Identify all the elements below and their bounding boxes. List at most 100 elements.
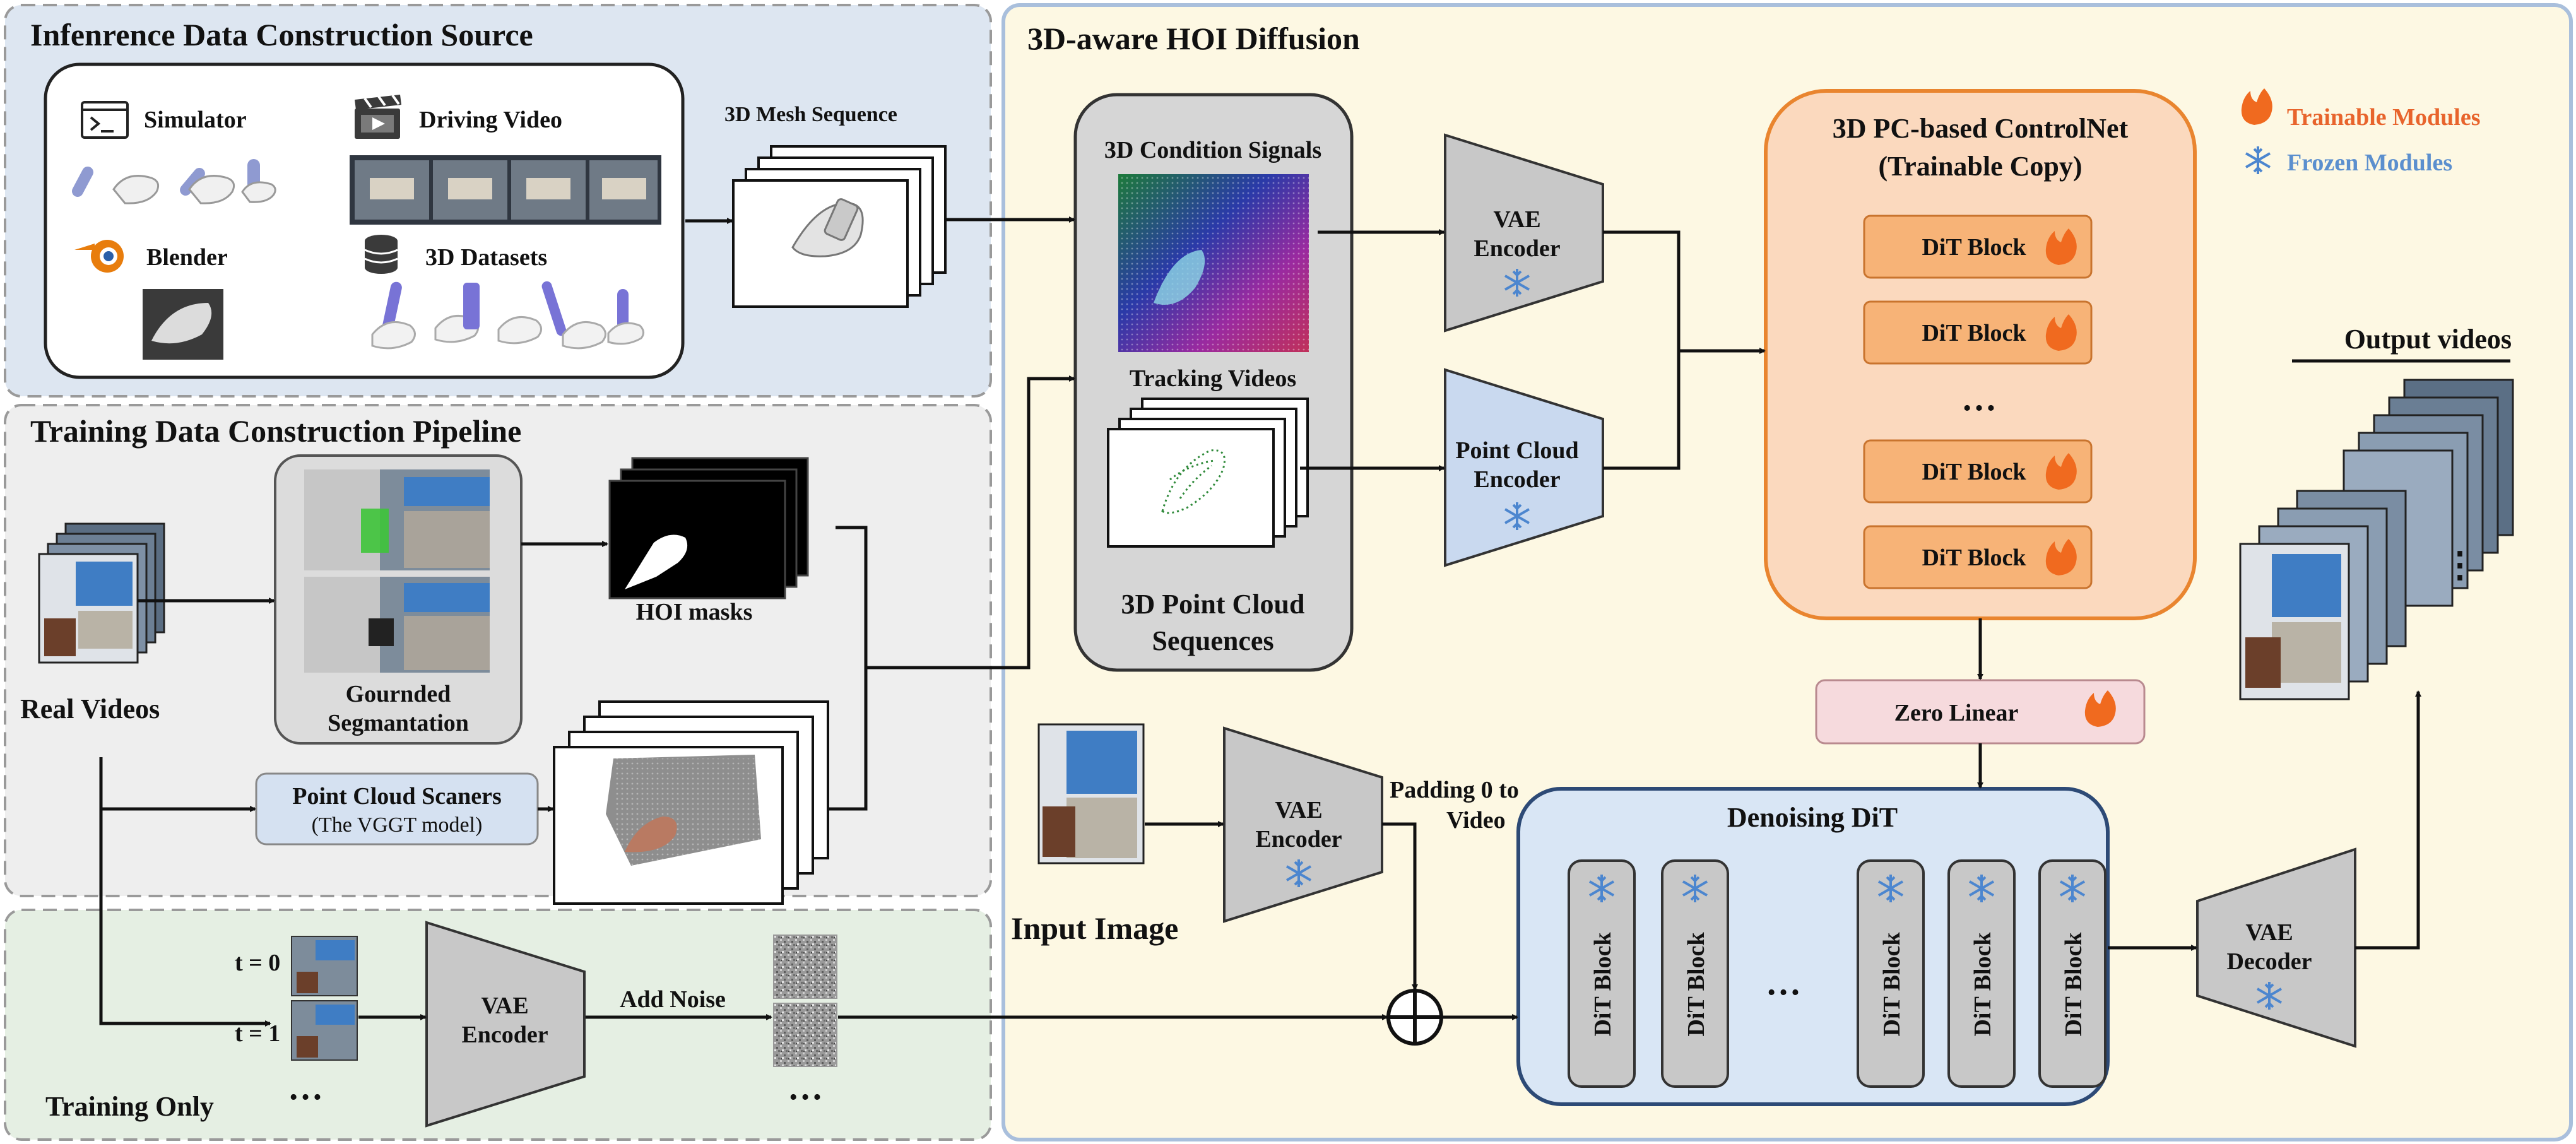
dit-block-label: DiT Block	[1922, 459, 2026, 485]
padding-label-line2: Video	[1446, 807, 1506, 834]
dit-block-label: DiT Block	[1590, 932, 1616, 1037]
vae-encoder-training-line2: Encoder	[461, 1022, 548, 1048]
dit-block-label: DiT Block	[1922, 320, 2026, 346]
snowflake-icon	[2245, 146, 2271, 174]
blender-render-image	[143, 289, 223, 360]
snowflake-icon	[1588, 875, 1615, 902]
pc-encoder-line2: Encoder	[1474, 466, 1560, 493]
training-only-title: Training Only	[45, 1091, 214, 1122]
denoising-dit-block-1: DiT Block	[1568, 859, 1636, 1088]
dit-block-label: DiT Block	[1922, 234, 2026, 261]
denoising-dit-block-2: DiT Block	[1661, 859, 1729, 1088]
denoising-dit-label: Denoising DiT	[1727, 802, 1898, 833]
vae-encoder-input-line2: Encoder	[1255, 826, 1342, 852]
output-vdots: ⋮	[2442, 546, 2478, 585]
blender-label: Blender	[146, 244, 228, 271]
snowflake-icon	[1285, 859, 1312, 887]
controlnet-title-line1: 3D PC-based ControlNet	[1833, 113, 2129, 144]
legend-frozen: Frozen Modules	[2287, 150, 2452, 176]
snowflake-icon	[2256, 982, 2283, 1010]
input-image-label: Input Image	[1011, 911, 1178, 946]
padding-label-line1: Padding 0 to	[1390, 777, 1519, 803]
driving-video-label: Driving Video	[419, 107, 562, 133]
dit-block-label: DiT Block	[2060, 932, 2087, 1037]
controlnet-ellipsis: …	[1961, 379, 1997, 418]
driving-video-frames	[350, 155, 661, 225]
scanner-label-line1: Point Cloud Scaners	[292, 783, 501, 810]
vae-encoder-condition-line2: Encoder	[1474, 235, 1560, 262]
add-noise-label: Add Noise	[620, 986, 726, 1013]
snowflake-icon	[2059, 875, 2086, 902]
grounded-label-line1: Gournded	[346, 681, 451, 707]
simulator-hand-images	[72, 159, 276, 204]
vae-encoder-training-line1: VAE	[481, 993, 528, 1019]
hoi-masks-label: HOI masks	[636, 599, 753, 625]
condition-signals-image	[1118, 174, 1309, 352]
database-icon	[364, 235, 398, 274]
snowflake-icon	[1504, 502, 1530, 530]
datasets-label: 3D Datasets	[425, 244, 547, 271]
point-cloud-encoder	[1444, 368, 1604, 567]
vae-decoder	[2196, 847, 2356, 1048]
grounded-label-line2: Segmantation	[328, 710, 469, 736]
dit-block-label: DiT Block	[1879, 932, 1905, 1037]
real-videos-label: Real Videos	[20, 693, 160, 724]
vae-encoder-training	[425, 921, 586, 1128]
dit-block-label: DiT Block	[1683, 932, 1710, 1037]
input-image	[1037, 723, 1145, 864]
training-only-ellipsis: …	[288, 1068, 323, 1107]
snowflake-icon	[1504, 269, 1530, 297]
dit-block-label: DiT Block	[1970, 932, 1996, 1037]
mesh-sequence-stack	[732, 145, 947, 308]
pc-encoder-line1: Point Cloud	[1455, 437, 1578, 464]
flame-icon	[2241, 88, 2272, 125]
vae-encoder-input	[1223, 726, 1383, 923]
flame-icon	[2045, 314, 2077, 351]
flame-icon	[2045, 539, 2077, 575]
segmentation-image-bottom	[304, 577, 490, 673]
real-videos-stack	[38, 522, 165, 664]
segmentation-image-top	[304, 469, 490, 570]
diffusion-panel-title: 3D-aware HOI Diffusion	[1027, 21, 1360, 56]
controlnet-dit-block-4: DiT Block	[1863, 525, 2093, 589]
dit-block-label: DiT Block	[1922, 545, 2026, 571]
blender-icon	[74, 240, 124, 273]
training-panel-title: Training Data Construction Pipeline	[30, 413, 521, 449]
condition-signals-label: 3D Condition Signals	[1104, 137, 1321, 163]
timestep-frame-t1	[291, 1000, 358, 1061]
hoi-masks-stack	[608, 457, 809, 599]
flame-icon	[2045, 453, 2077, 490]
zero-linear-label: Zero Linear	[1894, 700, 2019, 726]
denoising-ellipsis: …	[1766, 964, 1801, 1003]
tracking-videos-stack	[1107, 398, 1309, 548]
vae-encoder-condition	[1444, 133, 1604, 333]
clapperboard-icon	[355, 94, 401, 139]
noise-ellipsis: …	[788, 1068, 823, 1107]
connectors	[99, 216, 2421, 1027]
terminal-icon	[81, 101, 129, 139]
pc-sequences-line1: 3D Point Cloud	[1121, 589, 1305, 620]
tracking-videos-label: Tracking Videos	[1130, 365, 1296, 392]
inference-panel-title: Infenrence Data Construction Source	[30, 17, 533, 52]
output-videos-stack	[2239, 379, 2514, 700]
controlnet-dit-block-1: DiT Block	[1863, 215, 2093, 279]
snowflake-icon	[1877, 875, 1904, 902]
controlnet-dit-block-2: DiT Block	[1863, 300, 2093, 365]
sum-node-icon	[1386, 989, 1443, 1046]
controlnet-dit-block-3: DiT Block	[1863, 439, 2093, 504]
legend-trainable: Trainable Modules	[2287, 104, 2481, 131]
t0-label: t = 0	[235, 950, 280, 976]
vae-encoder-input-line1: VAE	[1275, 797, 1322, 823]
denoising-dit-block-3: DiT Block	[1857, 859, 1925, 1088]
snowflake-icon	[1968, 875, 1995, 902]
vae-encoder-condition-line1: VAE	[1493, 206, 1540, 233]
pc-sequences-line2: Sequences	[1152, 625, 1273, 656]
denoising-dit-block-5: DiT Block	[2038, 859, 2106, 1088]
mesh-sequence-label: 3D Mesh Sequence	[724, 103, 897, 126]
simulator-label: Simulator	[144, 107, 247, 133]
denoising-dit-block-4: DiT Block	[1947, 859, 2016, 1088]
output-videos-label: Output videos	[2344, 324, 2512, 355]
noise-latents	[773, 935, 837, 1067]
timestep-frame-t0	[291, 936, 358, 996]
scanner-label-line2: (The VGGT model)	[312, 813, 483, 837]
